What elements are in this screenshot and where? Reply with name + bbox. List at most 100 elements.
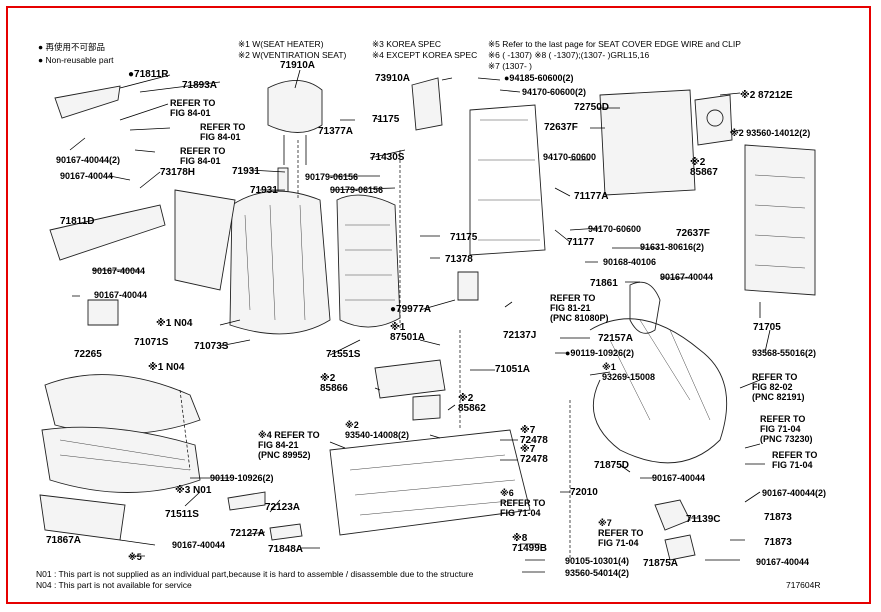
label-71377a: 71377A bbox=[318, 126, 354, 137]
label-71893a: 71893A bbox=[182, 80, 218, 91]
label-71910a: 71910A bbox=[280, 60, 316, 71]
label-71175-b: 71175 bbox=[450, 232, 478, 243]
label-94185-60600: ●94185-60600(2) bbox=[504, 73, 574, 83]
label-90105-10301: 90105-10301(4) bbox=[565, 556, 630, 566]
label-90168-40106: 90168-40106 bbox=[603, 257, 657, 267]
label-72637f-b: 72637F bbox=[676, 228, 710, 239]
label-71931-b: 71931 bbox=[250, 185, 278, 196]
refer-fig-71-04-a: REFER TO FIG 71-04 (PNC 73230) bbox=[760, 414, 813, 444]
label-71931: 71931 bbox=[232, 166, 260, 177]
label-71873: 71873 bbox=[764, 512, 792, 523]
label-71811d: 71811D bbox=[60, 216, 95, 227]
seatback-cover bbox=[229, 190, 331, 335]
label-90167-40044-c: 90167-40044 bbox=[94, 290, 148, 300]
bracket-73910a bbox=[411, 77, 443, 131]
pad-85866 bbox=[374, 359, 446, 399]
label-72157a: 72157A bbox=[598, 333, 634, 344]
label-90119-10926-b: 90119-10926(2) bbox=[210, 473, 274, 483]
label-72478-b: ※7 72478 bbox=[520, 444, 548, 465]
label-90167-40044-f: 90167-40044(2) bbox=[762, 488, 827, 498]
footer-n04-note: N04 : This part is not available for ser… bbox=[36, 580, 192, 590]
label-93560-14012: ※2 93560-14012(2) bbox=[730, 128, 811, 138]
label-n01: ※3 N01 bbox=[175, 485, 212, 496]
label-90167-40044-2: 90167-40044(2) bbox=[56, 155, 121, 165]
label-71430s: 71430S bbox=[370, 152, 405, 163]
legend-non-reusable: ● Non-reusable part bbox=[38, 55, 114, 65]
diagram-id: 717604R bbox=[786, 580, 821, 590]
label-71499b: ※8 71499B bbox=[512, 533, 548, 554]
refer-fig-84-01-c: REFER TO FIG 84-01 bbox=[180, 146, 226, 166]
label-72637f-a: 72637F bbox=[544, 122, 578, 133]
label-73178h: 73178H bbox=[160, 167, 196, 178]
refer-fig-84-01-b: REFER TO FIG 84-01 bbox=[200, 122, 246, 142]
bracket-79977a bbox=[457, 271, 479, 301]
note-2: ※2 W(VENTIRATION SEAT) bbox=[238, 50, 347, 60]
footer-n01-note: N01 : This part is not supplied as an in… bbox=[36, 569, 474, 579]
handle-72123a bbox=[227, 491, 266, 511]
label-71511s: 71511S bbox=[165, 509, 199, 520]
label-93568-55016: 93568-55016(2) bbox=[752, 348, 817, 358]
label-71073s: 71073S bbox=[194, 341, 229, 352]
label-71861: 71861 bbox=[590, 278, 618, 289]
label-90167-40044-d: 90167-40044 bbox=[660, 272, 714, 282]
label-72010: 72010 bbox=[570, 487, 598, 498]
headrest bbox=[267, 80, 323, 133]
seatback-board bbox=[174, 189, 236, 291]
label-71811r: ●71811R bbox=[128, 69, 169, 80]
label-90167-40044-h: 90167-40044 bbox=[756, 557, 810, 567]
label-90167-40044-g: 90167-40044 bbox=[172, 540, 226, 550]
shield-72127a bbox=[269, 523, 303, 541]
label-n04-a: ※1 N04 bbox=[156, 318, 193, 329]
seat-cushion-cover bbox=[44, 374, 201, 435]
seat-adjuster-frame bbox=[329, 429, 531, 536]
seatback-frame bbox=[469, 104, 546, 256]
label-71875a: 71875A bbox=[643, 558, 679, 569]
label-87212e: ※2 87212E bbox=[740, 90, 793, 101]
label-71071s: 71071S bbox=[134, 337, 169, 348]
label-72127a: 72127A bbox=[230, 528, 266, 539]
refer-fig-84-01-a: REFER TO FIG 84-01 bbox=[170, 98, 216, 118]
lumbar-support-panel bbox=[599, 89, 696, 196]
refer-fig-71-04-b: REFER TO FIG 71-04 bbox=[772, 450, 818, 470]
seat-wire-harness bbox=[589, 318, 728, 464]
note-3: ※3 KOREA SPEC bbox=[372, 39, 442, 49]
seat-cushion-shield bbox=[39, 494, 126, 541]
label-87501a: ※1 87501A bbox=[390, 322, 426, 343]
label-85862: ※2 85862 bbox=[458, 393, 486, 414]
note-6: ※6 ( -1307) ※8 ( -1307);(1307- )GRL15,16 bbox=[488, 50, 650, 60]
label-72478-a: ※7 72478 bbox=[520, 425, 548, 446]
label-71139c: 71139C bbox=[686, 514, 721, 525]
label-94170-60600-c: 94170-60600 bbox=[588, 224, 642, 234]
seat-cushion-frame bbox=[41, 426, 201, 493]
label-71175-a: 71175 bbox=[372, 114, 400, 125]
cover-71875a bbox=[664, 534, 696, 561]
label-71177: 71177 bbox=[567, 237, 595, 248]
label-90167-40044-b: 90167-40044 bbox=[92, 266, 146, 276]
label-73910a: 73910A bbox=[375, 73, 411, 84]
refer-fig-84-21: ※4 REFER TO FIG 84-21 (PNC 89952) bbox=[258, 430, 320, 460]
label-71551s: 71551S bbox=[326, 349, 361, 360]
label-93540-14008: ※2 93540-14008(2) bbox=[345, 420, 410, 440]
label-71848a: 71848A bbox=[268, 544, 304, 555]
seatback-pad bbox=[336, 194, 401, 328]
label-90167-40044-e: 90167-40044 bbox=[652, 473, 706, 483]
label-71875d: 71875D bbox=[594, 460, 630, 471]
label-72265: 72265 bbox=[74, 349, 102, 360]
fan-85862 bbox=[412, 394, 441, 421]
label-71873-b: 71873 bbox=[764, 537, 792, 548]
speaker-87212e bbox=[694, 94, 733, 146]
refer-fig-81-21: REFER TO FIG 81-21 (PNC 81080P) bbox=[550, 293, 609, 323]
note-5: ※5 Refer to the last page for SEAT COVER… bbox=[488, 39, 741, 49]
label-85867: ※2 85867 bbox=[690, 157, 718, 178]
label-72123a: 72123A bbox=[265, 502, 301, 513]
label-x5: ※5 bbox=[128, 552, 142, 562]
label-90179-06156-a: 90179-06156 bbox=[305, 172, 359, 182]
label-71051a: 71051A bbox=[495, 364, 531, 375]
label-94170-60600-b: 94170-60600 bbox=[543, 152, 597, 162]
cover-71139c bbox=[654, 499, 691, 531]
label-71177a: 71177A bbox=[574, 191, 609, 202]
note-4: ※4 EXCEPT KOREA SPEC bbox=[372, 50, 478, 60]
label-90167-40044-a: 90167-40044 bbox=[60, 171, 114, 181]
seatback-board-rear bbox=[744, 144, 816, 296]
